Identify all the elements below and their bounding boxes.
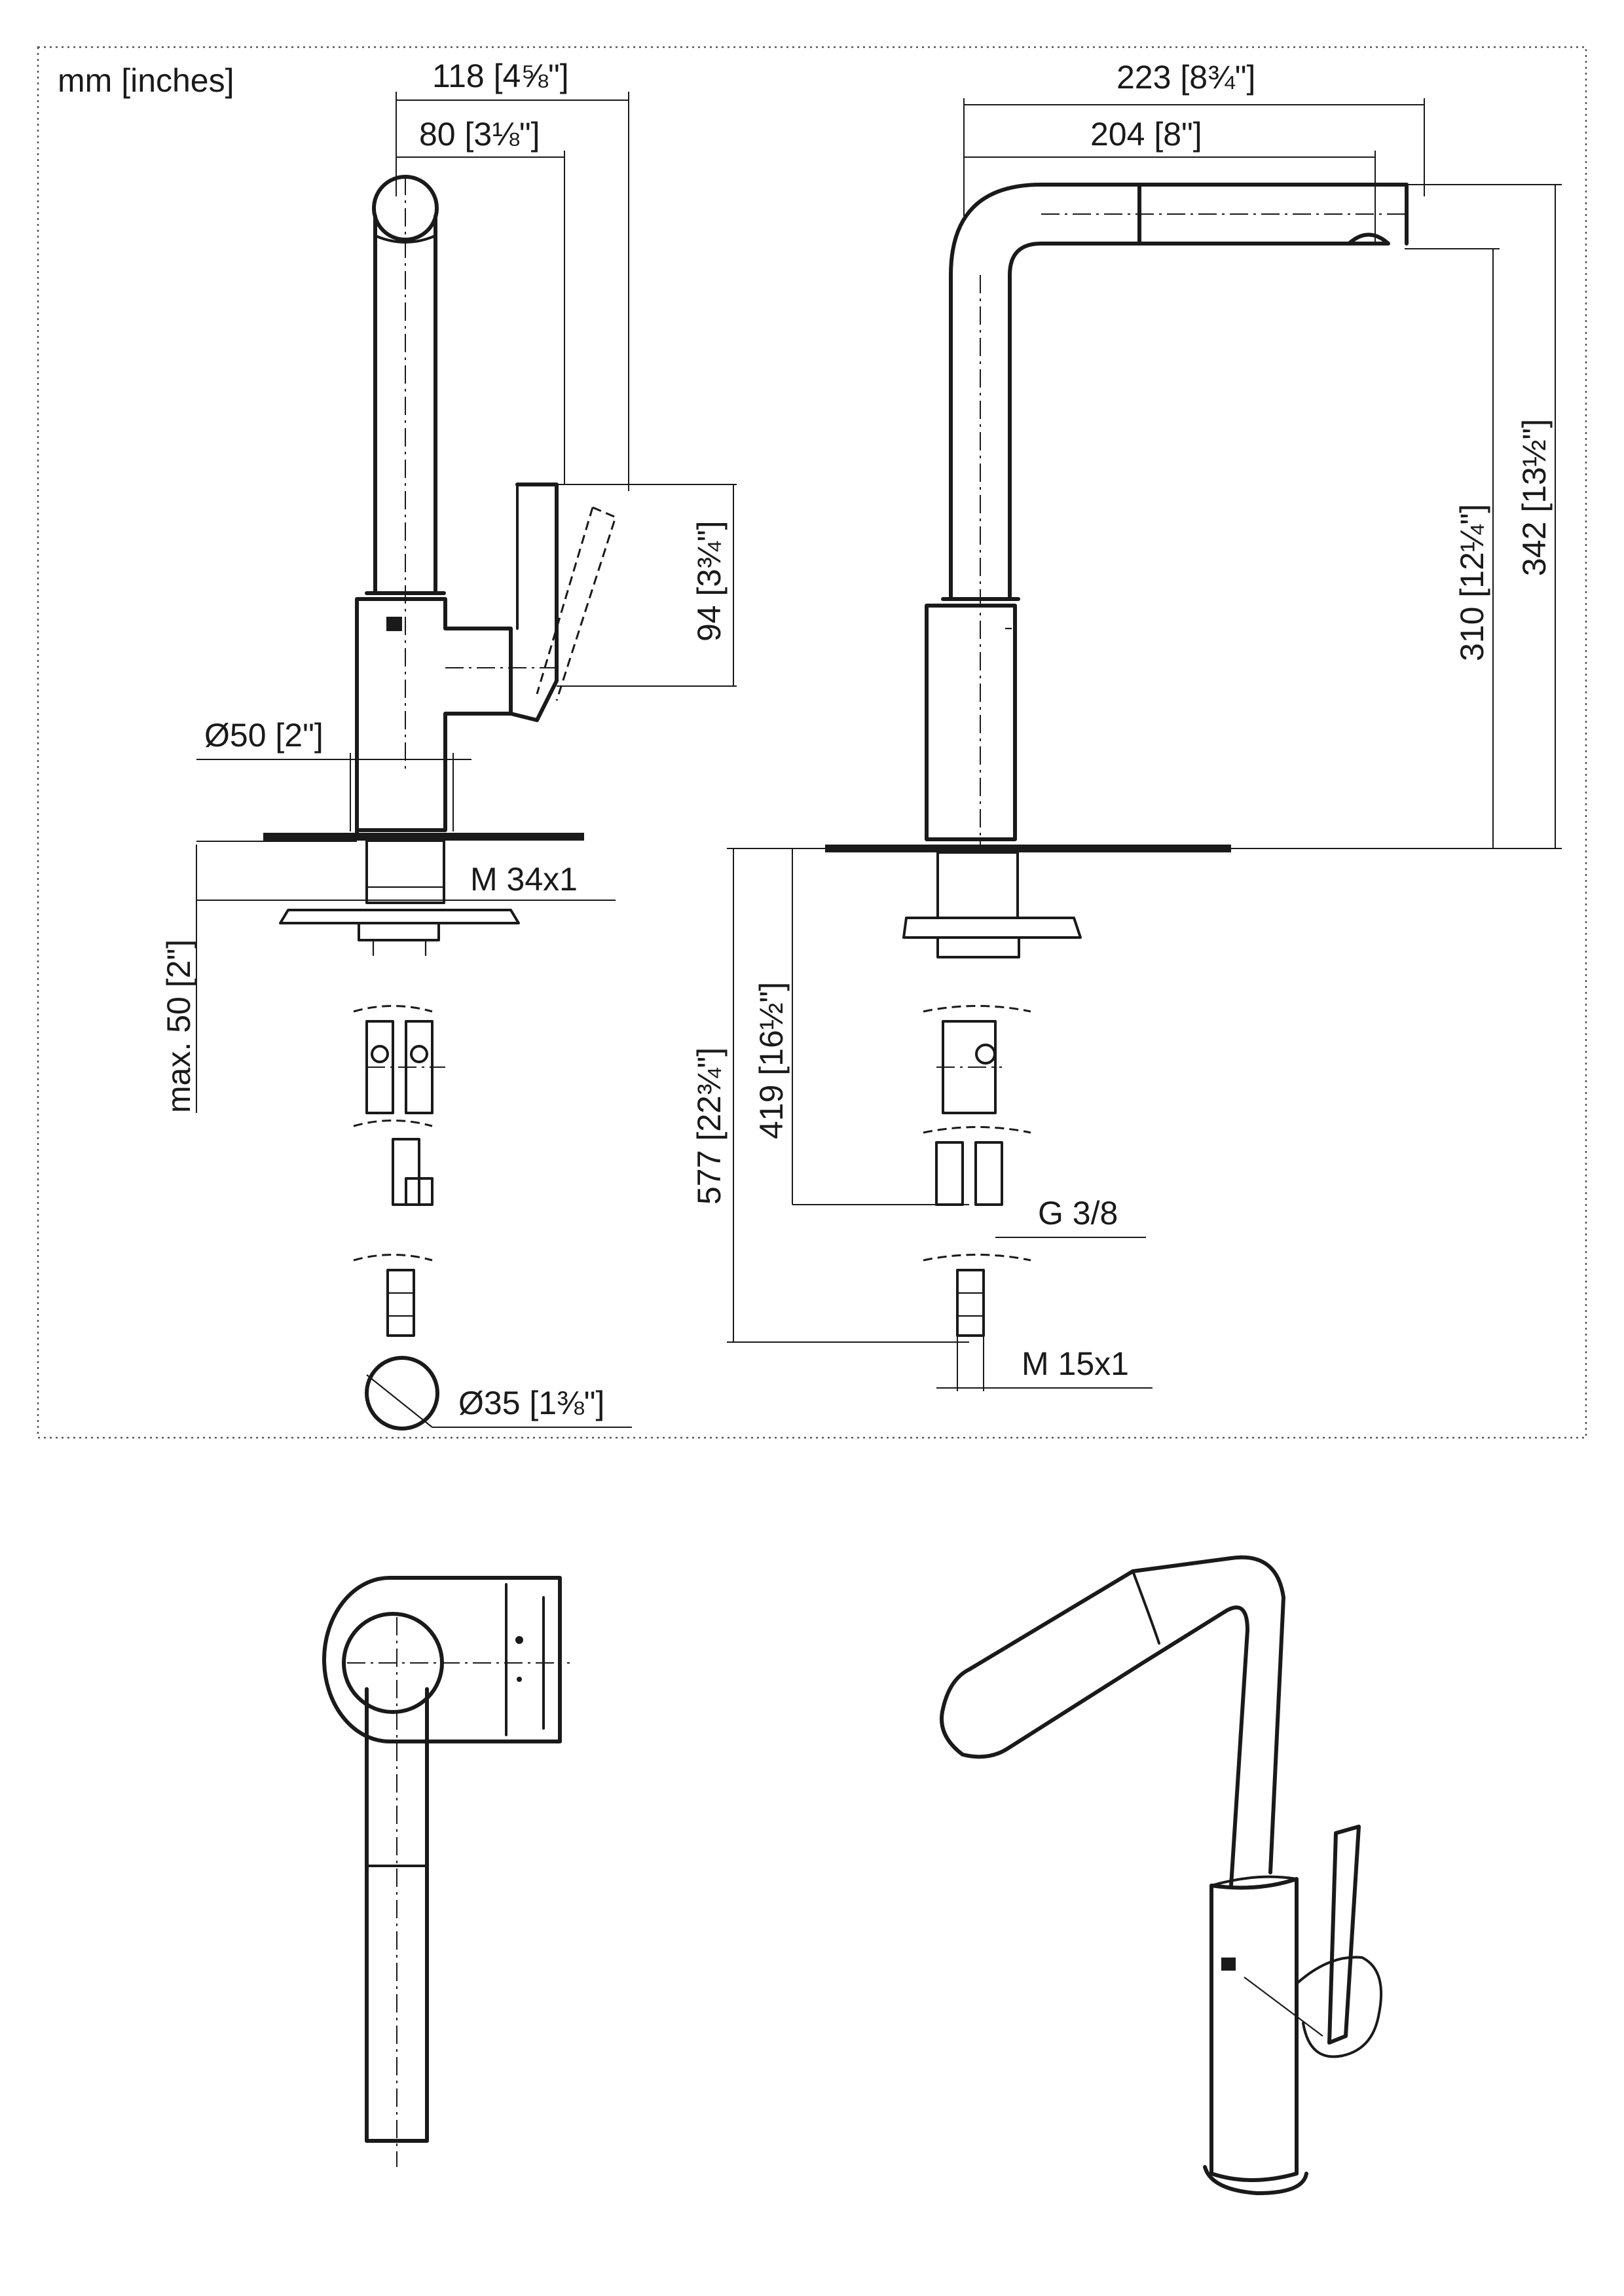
dim-94: 94 [3¾"]	[691, 520, 728, 642]
dim-419: 419 [16½"]	[753, 982, 790, 1139]
dim-max-50: max. 50 [2"]	[160, 939, 197, 1113]
dim-310: 310 [12¼"]	[1454, 504, 1490, 661]
drawing-frame	[37, 46, 1587, 1439]
side-view-dimensions: 118 [4⅝"] 80 [3⅛"] 94 [3¾"] Ø50 [2"] max…	[160, 58, 737, 1428]
perspective-view	[940, 1555, 1383, 2195]
units-label: mm [inches]	[58, 62, 234, 99]
dim-223: 223 [8¾"]	[1116, 59, 1255, 96]
dim-204: 204 [8"]	[1090, 116, 1202, 153]
logo-mark	[1221, 1958, 1236, 1971]
dim-m34: M 34x1	[470, 861, 578, 898]
front-view	[825, 183, 1409, 1337]
dim-118: 118 [4⅝"]	[432, 58, 569, 94]
front-view-dimensions: 223 [8¾"] 204 [8"] 342 [13½"] 310 [12¼"]…	[691, 59, 1562, 1391]
dim-342: 342 [13½"]	[1516, 419, 1553, 576]
dim-dia-35: Ø35 [1⅜"]	[458, 1385, 604, 1421]
dim-g38: G 3/8	[1038, 1195, 1118, 1231]
dim-m15: M 15x1	[1022, 1345, 1129, 1382]
side-view	[263, 175, 617, 1430]
dim-80: 80 [3⅛"]	[419, 116, 540, 153]
logo-mark	[386, 617, 402, 631]
top-view	[322, 1576, 570, 2167]
dim-577: 577 [22¾"]	[691, 1048, 728, 1205]
dim-dia-50: Ø50 [2"]	[204, 717, 323, 754]
